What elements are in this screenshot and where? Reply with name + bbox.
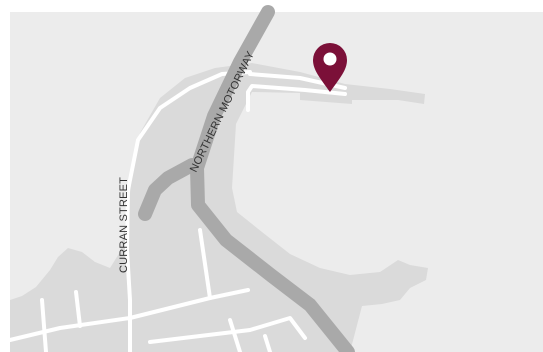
northern-motorway (190, 5, 355, 352)
curran-street-road (125, 70, 252, 352)
land-mass (10, 63, 428, 352)
road-layer (8, 70, 347, 352)
local-street (198, 228, 212, 300)
location-pin-icon[interactable] (313, 43, 347, 92)
motorway-layer (138, 5, 355, 352)
motorway-ramp (138, 158, 199, 221)
local-street (148, 316, 307, 344)
local-street (40, 298, 48, 352)
curran-street-label: CURRAN STREET (118, 177, 130, 273)
local-street (74, 290, 82, 328)
local-street (228, 318, 242, 352)
local-street (263, 334, 272, 352)
